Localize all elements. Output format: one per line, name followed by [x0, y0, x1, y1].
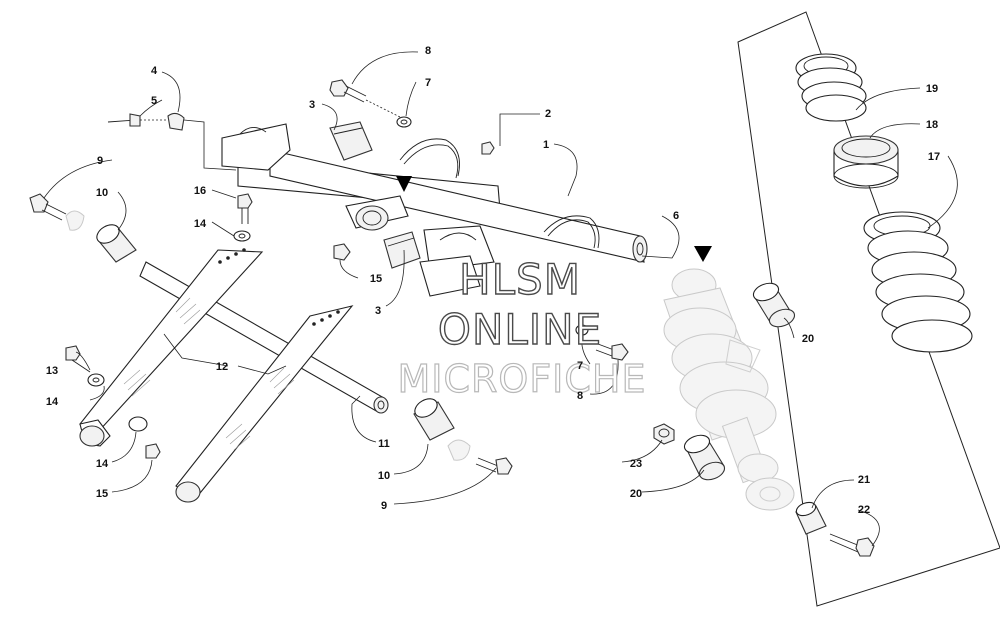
spacer-21: [795, 501, 827, 535]
callout-7-top: 7: [425, 77, 431, 89]
grease-fitting-2: [481, 141, 495, 155]
callout-17: 17: [928, 151, 940, 163]
leader-lines: [43, 51, 958, 547]
callout-9-right: 9: [381, 500, 387, 512]
callout-1: 1: [543, 139, 549, 151]
nut-15-top: [333, 243, 351, 261]
lock-washer-7-lower: [575, 324, 589, 336]
callout-labels: 1 2 3 3 4 5 6 7 7 8 8 9 9 10 10 11 12 13…: [46, 45, 940, 516]
callout-5: 5: [151, 95, 157, 107]
rivet-5: [107, 113, 141, 127]
callout-8-bottom: 8: [577, 390, 583, 402]
spring-seat-18: [833, 135, 899, 189]
nut-23: [653, 423, 675, 445]
bolt-13: [65, 345, 91, 373]
bolt-9-left: [29, 193, 85, 231]
shock-kit-outline: [737, 11, 1000, 607]
bolt-9-right: [447, 439, 513, 475]
washer-14-lower: [128, 416, 148, 432]
callout-7-bottom: 7: [577, 360, 583, 372]
bolt-8-lower: [595, 343, 629, 361]
callout-6: 6: [673, 210, 679, 222]
callout-23: 23: [630, 458, 642, 470]
callout-14-lower: 14: [96, 458, 109, 470]
callout-20-top: 20: [802, 333, 814, 345]
link-arm-12-left: [79, 248, 264, 447]
watermark-line1: HLSM: [459, 255, 581, 304]
callout-14-left: 14: [46, 396, 59, 408]
callout-10-right: 10: [378, 470, 390, 482]
callout-9-left: 9: [97, 155, 103, 167]
callout-4: 4: [151, 65, 158, 77]
spring-19: [795, 53, 867, 122]
bolt-22: [829, 533, 875, 557]
callout-15-lower: 15: [96, 488, 108, 500]
callout-21: 21: [858, 474, 870, 486]
callout-16: 16: [194, 185, 206, 197]
nut-15-lower: [145, 443, 161, 459]
plug-4: [167, 112, 185, 131]
callout-2: 2: [545, 108, 551, 120]
callout-15-top: 15: [370, 273, 382, 285]
watermark-line2: ONLINE: [438, 305, 602, 354]
callout-20-bottom: 20: [630, 488, 642, 500]
callout-3-bottom: 3: [375, 305, 381, 317]
watermark-line3: MICROFICHE: [397, 357, 646, 401]
washer-14-top: [233, 230, 251, 242]
spring-17: [863, 211, 973, 353]
bolt-16: [237, 193, 253, 224]
pad-3-top: [329, 121, 373, 161]
bushing-10-right: [413, 398, 455, 441]
bushing-10-left: [96, 224, 137, 263]
washer-14-left: [87, 373, 105, 387]
bolt-8-top: [329, 79, 403, 119]
bushing-20-top: [752, 282, 796, 328]
shock-absorber-ghost: [663, 268, 795, 511]
bushing-20-bottom: [683, 434, 726, 481]
shock-arrow-marker: [694, 246, 712, 262]
callout-12: 12: [216, 361, 228, 373]
callout-3-top: 3: [309, 99, 315, 111]
callout-14-top: 14: [194, 218, 207, 230]
watermark: HLSM ONLINE MICROFICHE: [397, 254, 646, 401]
callout-8-top: 8: [425, 45, 431, 57]
lock-washer-7-top: [396, 116, 412, 128]
callout-19: 19: [926, 83, 938, 95]
callout-18: 18: [926, 119, 938, 131]
swing-arm-1: [221, 123, 648, 297]
callout-11: 11: [378, 438, 390, 450]
link-arm-12-right: [175, 305, 354, 503]
callout-10-left: 10: [96, 187, 108, 199]
callout-22: 22: [858, 504, 870, 516]
callout-13: 13: [46, 365, 58, 377]
pad-3-bottom: [383, 231, 421, 269]
